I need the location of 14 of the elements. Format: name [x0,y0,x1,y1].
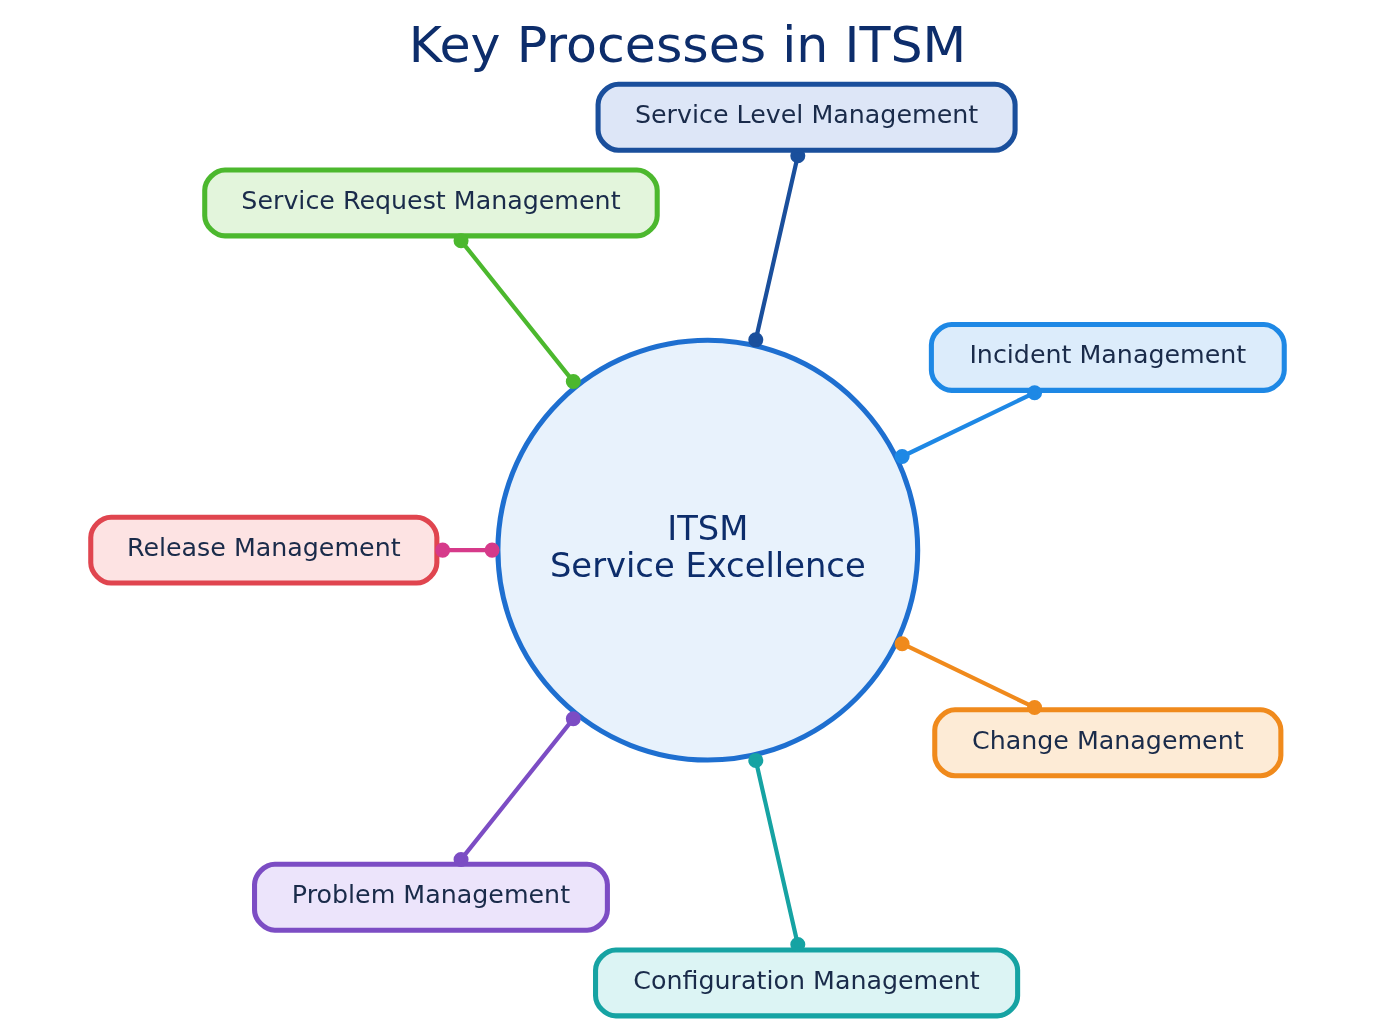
node-box: Incident Management [928,322,1287,393]
connector [435,542,500,558]
node-box: Configuration Management [593,947,1021,1019]
diagram-title: Key Processes in ITSM [408,15,967,75]
node-box: Problem Management [252,861,610,933]
node-box: Service Request Management [202,167,660,239]
connector [894,636,1043,715]
node-circle: ITSM Service Excellence [495,337,921,763]
connector [894,385,1043,465]
connector [453,711,581,868]
node-box: Change Management [932,707,1284,779]
node-box: Release Management [88,514,440,586]
node-box: Service Level Management [595,81,1018,153]
connector [453,233,581,389]
